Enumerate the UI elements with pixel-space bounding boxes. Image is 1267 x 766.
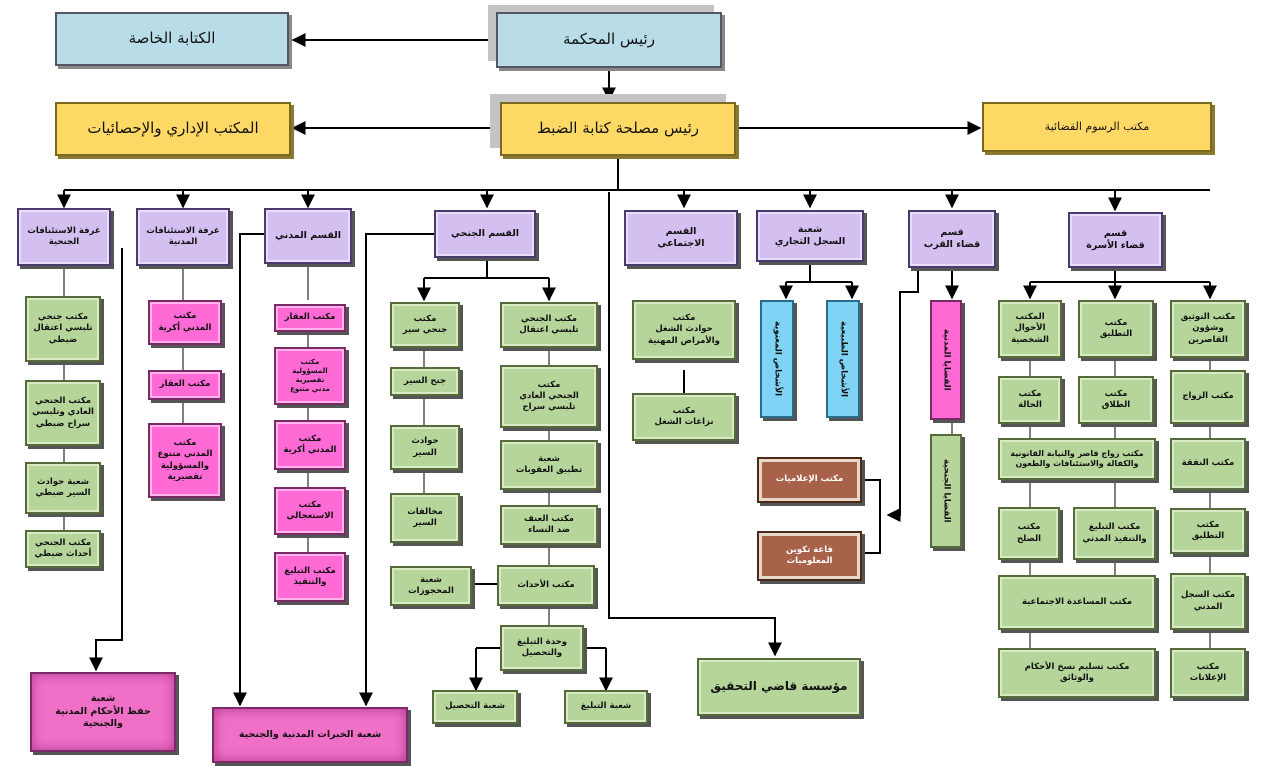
private-office-box[interactable]: الكتابة الخاصة xyxy=(55,12,289,66)
appeals-traffic-branch[interactable]: شعبة حوادث السير ضبطي xyxy=(25,462,101,514)
reconciliation-office[interactable]: مكتب الصلح xyxy=(998,507,1060,560)
documentation-minors-office[interactable]: مكتب التوثيق وشؤون القاصرين xyxy=(1170,300,1246,358)
civil-status-office[interactable]: مكتب الحالة xyxy=(998,376,1062,424)
investigating-judge-box[interactable]: مؤسسة قاضي التحقيق xyxy=(697,658,861,716)
civil-appeals-header[interactable]: غرفة الاستئنافات المدنية xyxy=(136,208,230,266)
appeals-various-office[interactable]: مكتب المدني متنوع والمسؤولية تقصيرية xyxy=(148,423,222,498)
registry-head-box[interactable]: رئيس مصلحة كتابة الضبط xyxy=(500,102,736,156)
personal-status-office[interactable]: المكتب الأحوال الشخصية xyxy=(998,300,1062,358)
proximity-criminal-cases[interactable]: القضايا الجنحية xyxy=(930,434,962,548)
civil-registry-office[interactable]: مكتب السجل المدني xyxy=(1170,573,1246,630)
it-notices-office[interactable]: مكتب الإعلاميات xyxy=(757,457,862,503)
social-section-header[interactable]: القسم الاجتماعي xyxy=(624,210,738,266)
traffic-misdemeanor-office[interactable]: مكتب جنحي سير xyxy=(390,302,460,348)
work-accidents-office[interactable]: مكتب حوادث الشغل والأمراض المهنية xyxy=(632,300,736,360)
minor-marriage-office[interactable]: مكتب زواج قاصر والنيابة القانونية والكفا… xyxy=(998,438,1156,480)
proximity-section-header[interactable]: قسم قضاء القرب xyxy=(908,210,996,268)
collection-branch[interactable]: شعبة التحصيل xyxy=(432,690,518,724)
civil-rent-office[interactable]: مكتب المدني أكرية xyxy=(274,420,346,470)
civil-various-office[interactable]: مكتب المسؤولية تقصيرية مدني متنوع xyxy=(274,347,346,405)
seized-items-branch[interactable]: شعبة المحجوزات xyxy=(390,566,472,606)
family-exec-office[interactable]: مكتب التبليغ والتنفيذ المدني xyxy=(1073,507,1156,560)
divorce-office[interactable]: مكتب التطليق xyxy=(1078,300,1154,358)
appeals-rent-office[interactable]: مكتب المدني أكرية xyxy=(148,300,222,345)
expertise-branch[interactable]: شعبة الخبرات المدنية والجنحية xyxy=(212,707,408,763)
violence-women-office[interactable]: مكتب العنف ضد النساء xyxy=(500,505,598,545)
labor-disputes-office[interactable]: مكتب نزاعات الشغل xyxy=(632,393,736,441)
civil-exec-office[interactable]: مكتب التبليغ والتنفيذ xyxy=(274,552,346,602)
family-notices-office[interactable]: مكتب الإعلانات xyxy=(1170,648,1246,698)
proximity-civil-cases[interactable]: القضايا المدنية xyxy=(930,300,962,420)
family-section-header[interactable]: قسم قضاء الأسرة xyxy=(1068,212,1163,268)
marriage-office[interactable]: مكتب الزواج xyxy=(1170,370,1246,424)
sanctions-branch[interactable]: شعبة تطبيق العقوبات xyxy=(500,440,598,490)
traffic-offenses-box[interactable]: جنح السير xyxy=(390,367,460,396)
commercial-registry-header[interactable]: شعبة السجل التجاري xyxy=(756,210,864,262)
criminal-section-header[interactable]: القسم الجنحي xyxy=(434,210,536,258)
admin-statistics-box[interactable]: المكتب الإداري والإحصائيات xyxy=(55,102,291,156)
natural-persons-box[interactable]: الأشخاص الطبيعية xyxy=(826,300,860,418)
judgment-copies-office[interactable]: مكتب تسليم نسخ الأحكام والوثائق xyxy=(998,648,1156,698)
talaq-office[interactable]: مكتب الطلاق xyxy=(1078,376,1154,424)
traffic-violations-box[interactable]: مخالفات السير xyxy=(390,493,460,543)
criminal-ordinary-office[interactable]: مكتب الجنحي العادي تلبسي سراح xyxy=(500,365,598,428)
criminal-appeals-header[interactable]: غرفة الاستئنافات الجنحية xyxy=(17,208,111,266)
social-assistance-office[interactable]: مكتب المساعدة الاجتماعية xyxy=(998,575,1156,630)
it-training-room[interactable]: قاعة تكوين المعلوميات xyxy=(757,531,862,581)
civil-realestate-office[interactable]: مكتب العقار xyxy=(274,304,346,332)
appeals-detention-office[interactable]: مكتب جنحي تلبسي اعتقال ضبطي xyxy=(25,296,101,362)
juvenile-office[interactable]: مكتب الأحداث xyxy=(497,565,595,606)
legal-persons-box[interactable]: الأشخاص المعنوية xyxy=(760,300,794,418)
tatliq-office-2[interactable]: مكتب التطليق xyxy=(1170,508,1246,554)
traffic-accidents-box[interactable]: حوادث السير xyxy=(390,425,460,470)
civil-urgent-office[interactable]: مكتب الاستعجالي xyxy=(274,487,346,535)
judgments-archive-branch[interactable]: شعبة حفظ الأحكام المدنية والجنحية xyxy=(30,672,176,752)
alimony-office[interactable]: مكتب النفقة xyxy=(1170,438,1246,490)
judicial-fees-box[interactable]: مكتب الرسوم القضائية xyxy=(982,102,1212,152)
court-president-box[interactable]: رئيس المحكمة xyxy=(496,12,722,68)
notification-collection-unit[interactable]: وحدة التبليغ والتحصيل xyxy=(500,625,584,671)
appeals-realestate-office[interactable]: مكتب العقار xyxy=(148,370,222,400)
appeals-ordinary-office[interactable]: مكتب الجنحي العادي وتلبسي سراح ضبطي xyxy=(25,380,101,446)
appeals-juvenile-office[interactable]: مكتب الجنحي أحداث ضبطي xyxy=(25,530,101,568)
civil-section-header[interactable]: القسم المدني xyxy=(264,208,352,264)
criminal-detention-office[interactable]: مكتب الجنحي تلبسي اعتقال xyxy=(500,302,598,348)
notification-branch[interactable]: شعبة التبليغ xyxy=(564,690,648,724)
